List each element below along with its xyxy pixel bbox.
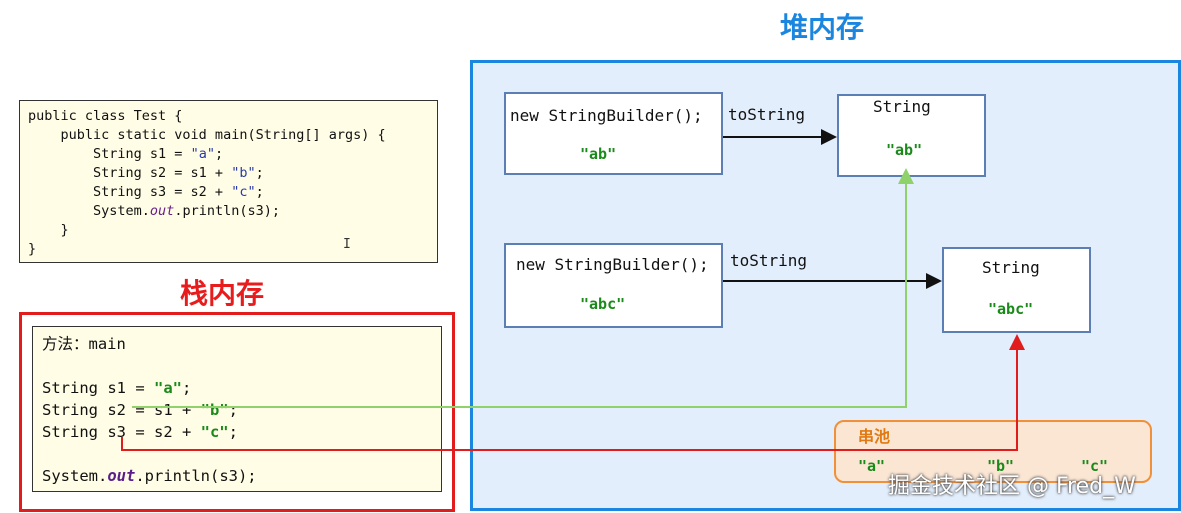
stack-frame-main: 方法：main String s1 = "a"; String s2 = s1 … [32,326,442,492]
code-line: String s3 = s2 + "c"; [28,183,429,202]
code-text: String s1 = [28,146,191,162]
code-text: ; [255,165,264,181]
text-cursor-icon: I [343,237,351,252]
string-abc-box [942,247,1091,333]
code-text: ; [228,423,238,441]
code-string-literal: "b" [231,165,256,181]
code-string-literal: "a" [190,146,215,162]
code-text: ; [181,379,192,397]
source-code-panel: public class Test { public static void m… [19,100,438,263]
string-abc-value: "abc" [988,300,1034,318]
code-line: System.out.println(s3); [28,202,429,221]
code-string-literal: "c" [200,423,229,441]
stack-var-s1: String s1 = "a"; [42,377,432,399]
stack-var-s2: String s2 = s1 + "b"; [42,399,432,421]
code-line: public class Test { [28,108,183,124]
string-ab-box [837,94,986,177]
code-static-field: out [107,467,136,485]
code-text: System. [28,203,150,219]
code-text: String s2 = s1 + [28,165,232,181]
code-text: ; [214,146,224,162]
code-text: String s3 = s2 + [28,184,232,200]
watermark: 掘金技术社区 @ Fred_W [888,474,1136,499]
pool-value-c: "c" [1081,457,1109,475]
code-text: ; [255,184,264,200]
string-abc-label: String [982,258,1040,277]
code-string-literal: "b" [200,401,229,419]
code-string-literal: "c" [231,184,256,200]
code-line: } [28,241,37,257]
heap-memory-title: 堆内存 [780,11,865,44]
code-line: } [28,222,69,238]
stack-memory-title: 栈内存 [180,277,265,310]
code-string-literal: "a" [153,379,182,397]
stringbuilder-ab-value: "ab" [580,145,617,163]
pool-value-b: "b" [987,457,1015,475]
string-ab-value: "ab" [886,141,923,159]
code-line: public static void main(String[] args) { [28,127,386,143]
code-text: ; [228,401,238,419]
method-label: 方法：main [42,335,126,353]
code-text: String s3 = s2 + [42,423,201,441]
stack-print-statement: System.out.println(s3); [42,465,432,487]
code-text: System. [42,467,108,485]
string-pool-title: 串池 [858,427,891,446]
spacer [42,355,432,377]
code-line: String s2 = s1 + "b"; [28,164,429,183]
stringbuilder-abc-value: "abc" [580,295,626,313]
code-text: String s1 = [42,379,154,397]
stringbuilder-abc-label: new StringBuilder(); [516,255,709,274]
code-line: String s1 = "a"; [28,145,429,164]
code-text: .println(s3); [174,203,280,219]
tostring-label-1: toString [728,105,806,124]
tostring-label-2: toString [730,251,808,270]
code-text: String s2 = s1 + [42,401,201,419]
string-ab-label: String [873,97,931,116]
stack-var-s3: String s3 = s2 + "c"; [42,421,432,443]
spacer [42,443,432,465]
pool-value-a: "a" [858,457,886,475]
code-text: .println(s3); [135,467,257,485]
code-static-field: out [149,203,175,219]
stringbuilder-ab-label: new StringBuilder(); [510,106,703,125]
